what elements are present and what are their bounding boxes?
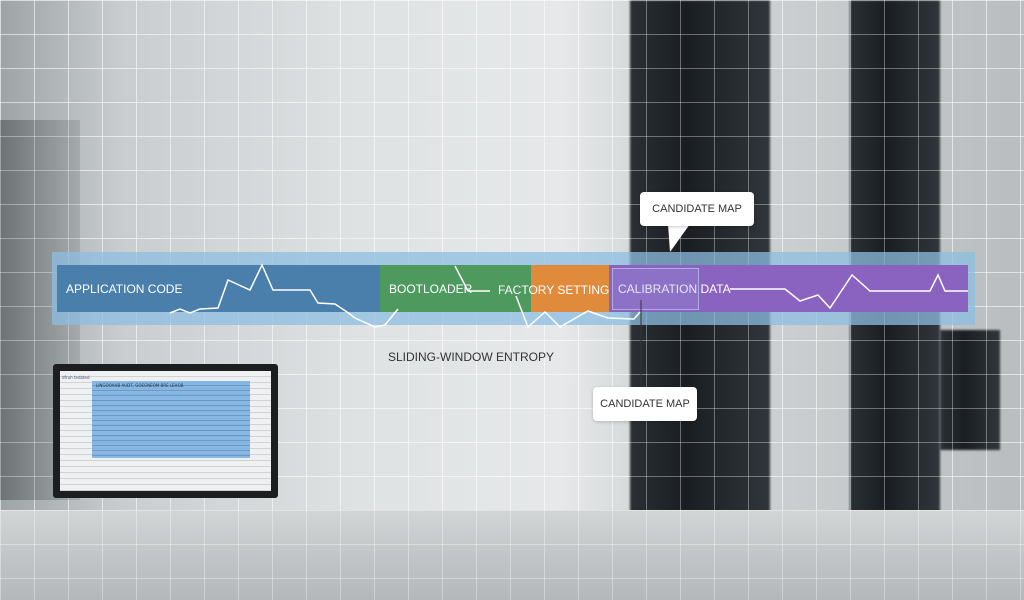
entropy-line-segment xyxy=(730,273,968,310)
candidate-map-callout-bottom[interactable]: CANDIDATE MAP xyxy=(593,387,697,421)
floor xyxy=(0,510,1024,600)
entropy-line-segment xyxy=(515,295,641,329)
sheet-title: dfruh tedated xyxy=(62,375,90,380)
server-rack xyxy=(940,330,1000,450)
selection-title: LINGOOAHB AUDT, GOEGNEOM BRE LEHOB xyxy=(96,383,184,388)
candidate-highlight xyxy=(612,268,699,310)
selected-cell-range[interactable]: LINGOOAHB AUDT, GOEGNEOM BRE LEHOB xyxy=(92,381,250,458)
callout-text: CANDIDATE MAP xyxy=(600,398,690,410)
callout-text: CANDIDATE MAP xyxy=(652,203,742,215)
spreadsheet-screen: dfruh tedated LINGOOAHB AUDT, GOEGNEOM B… xyxy=(60,371,271,491)
callout-tail xyxy=(668,224,690,252)
segment-label: BOOTLOADER xyxy=(389,281,473,296)
candidate-map-callout-top[interactable]: CANDIDATE MAP xyxy=(640,192,754,226)
entropy-line-segment xyxy=(454,265,490,292)
segment-bootloader[interactable]: BOOTLOADER xyxy=(380,265,531,312)
segment-label: APPLICATION CODE xyxy=(66,281,183,296)
monitor: dfruh tedated LINGOOAHB AUDT, GOEGNEOM B… xyxy=(53,364,278,498)
segment-factory-settings[interactable] xyxy=(531,265,609,312)
entropy-line-segment xyxy=(169,263,399,328)
segment-label: FACTORY SETTINGS xyxy=(498,283,618,297)
segment-label: CALIBRATION DATA xyxy=(618,281,731,296)
chart-label: SLIDING-WINDOW ENTROPY xyxy=(388,350,555,364)
segment-calibration-data[interactable]: CALIBRATION DATA xyxy=(609,265,968,312)
